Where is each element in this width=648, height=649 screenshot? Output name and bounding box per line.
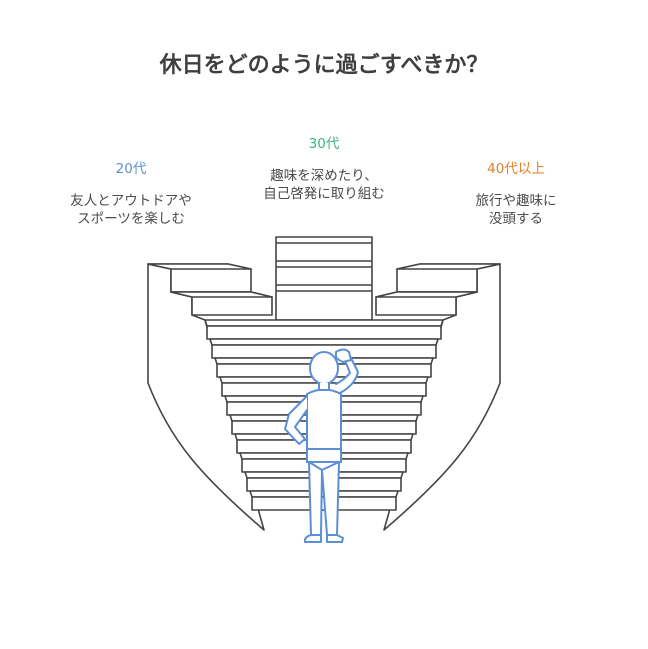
- left-branch-stairs: [147, 263, 273, 316]
- figure-left-arm: [284, 395, 308, 445]
- figure-head: [309, 351, 339, 385]
- figure-left-shoe: [303, 534, 322, 543]
- right-branch-stairs: [375, 263, 501, 316]
- option-20s-line-2: スポーツを楽しむ: [77, 211, 185, 227]
- figure-left-leg: [308, 461, 323, 536]
- option-40s-plus-line-1: 旅行や趣味に: [476, 193, 557, 209]
- figure-right-shoe: [326, 534, 344, 543]
- page-title: 休日をどのように過ごすべきか？: [159, 52, 489, 78]
- figure-hand: [335, 348, 352, 363]
- right-branch-step-2-tread: [375, 291, 478, 298]
- left-branch-step-1-tread: [147, 263, 252, 270]
- figure-right-leg: [321, 461, 340, 536]
- left-branch-step-2-tread: [170, 291, 273, 298]
- main-step-tread: [204, 319, 444, 327]
- right-branch-step-1-tread: [396, 263, 501, 270]
- center-tower: [275, 236, 373, 321]
- figure-waist: [306, 448, 342, 463]
- option-20s-line-1: 友人とアウトドアや: [70, 193, 192, 209]
- option-30s: 30代 趣味を深めたり、 自己啓発に取り組む: [263, 136, 385, 202]
- main-step-riser: [206, 325, 442, 340]
- option-30s-age: 30代: [309, 136, 340, 152]
- figure-torso: [306, 388, 342, 453]
- option-20s: 20代 友人とアウトドアや スポーツを楽しむ: [70, 161, 192, 227]
- option-40s-plus-line-2: 没頭する: [489, 211, 543, 227]
- center-tower-stairs: [275, 236, 373, 321]
- option-30s-line-2: 自己啓発に取り組む: [263, 186, 385, 202]
- option-20s-age: 20代: [116, 161, 147, 177]
- option-40s-plus: 40代以上 旅行や趣味に 没頭する: [476, 161, 557, 227]
- main-step-tread: [209, 338, 439, 346]
- option-30s-line-1: 趣味を深めたり、: [270, 168, 377, 184]
- figure-neck: [318, 382, 330, 391]
- thinking-person-figure: [284, 348, 359, 543]
- option-40s-plus-age: 40代以上: [487, 161, 545, 177]
